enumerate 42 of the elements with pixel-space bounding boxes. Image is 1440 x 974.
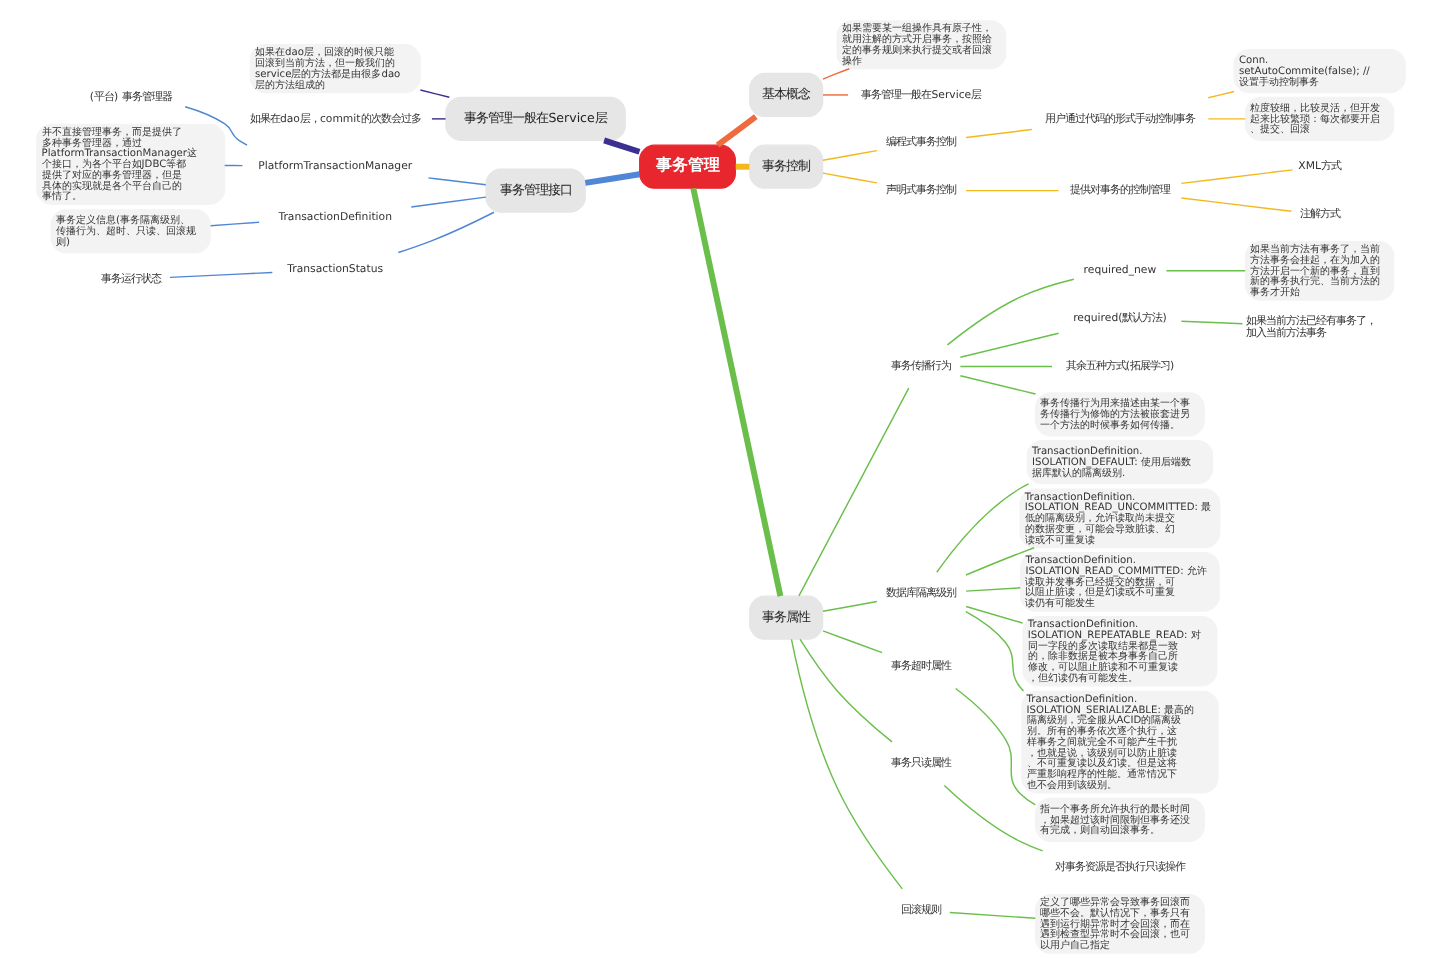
connector [426,177,486,186]
connector [734,163,749,170]
connector [964,128,1032,139]
connector [1179,320,1243,325]
connector [958,365,1052,368]
connector [964,587,1021,592]
connector [945,278,1074,346]
connector [942,784,1043,852]
connector [409,196,486,208]
connector [430,118,446,120]
connector [821,630,882,654]
connector [1206,90,1234,99]
connector [208,221,259,227]
connector [821,68,849,80]
connector [948,911,1035,920]
connector [964,605,1023,624]
connector [1179,169,1293,185]
connector [821,94,848,96]
connector [953,687,1036,806]
connector [183,106,247,146]
connector [964,610,1024,692]
connector [1179,197,1292,212]
connector [168,271,273,279]
connector [821,172,877,184]
connector [1206,118,1246,120]
connector [821,600,877,612]
connector [789,638,902,890]
connector [964,189,1059,192]
connector [797,387,909,597]
connector [418,89,450,98]
connector [935,483,1029,573]
connector [964,547,1034,576]
connector [583,171,639,186]
connector [396,211,494,254]
connector [798,638,892,743]
connector [821,149,877,162]
connector [958,375,1036,395]
connector [958,332,1059,358]
connector [714,114,757,148]
connector [602,137,640,155]
connector [1164,270,1245,272]
connector [689,187,783,597]
